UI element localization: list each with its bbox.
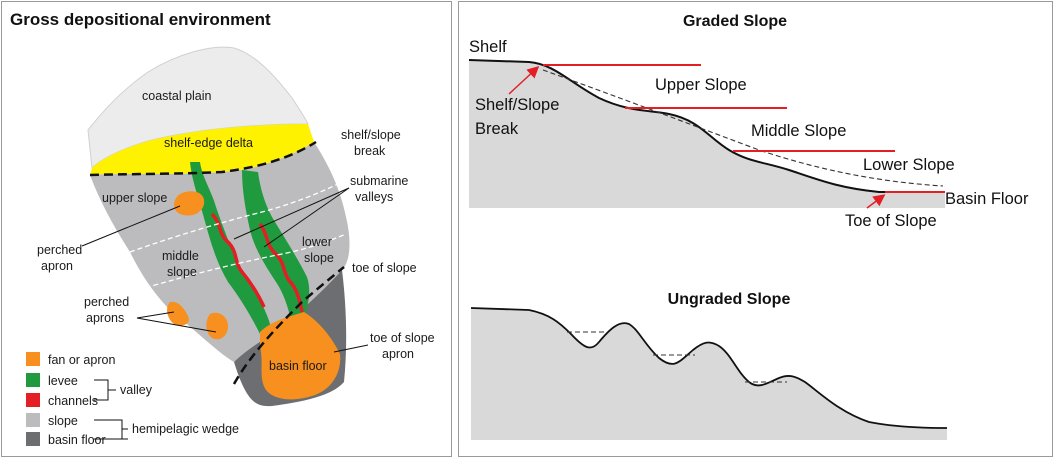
graded-equilibrium-line — [542, 69, 944, 187]
break-arrow — [508, 65, 540, 95]
toe-arrow — [866, 194, 886, 209]
shelf-slope-break-line — [89, 140, 317, 177]
depositional-map: Gross depositional environment coastal p… — [10, 10, 435, 447]
ungraded-slope-fill — [471, 308, 947, 440]
toe-of-slope-label: toe of slope — [352, 261, 417, 275]
perched-apron-mid-1 — [167, 301, 189, 326]
shelf-slope-break-label-2: Break — [475, 120, 519, 138]
legend-label-levee: levee — [48, 374, 78, 388]
ungraded-slope-title: Ungraded Slope — [668, 291, 791, 308]
coastal-plain-label: coastal plain — [142, 89, 212, 103]
legend-swatch-levee — [26, 373, 40, 387]
legend: fan or apron levee channels slope basin … — [26, 352, 239, 447]
panel-title: Gross depositional environment — [10, 10, 271, 29]
graded-slope-title: Graded Slope — [683, 13, 787, 30]
slope-profiles: Graded Slope Shelf Shelf/Slope Break Upp… — [468, 13, 1029, 440]
shelf-edge-delta-zone — [90, 124, 314, 175]
channel-right — [258, 222, 304, 313]
legend-swatch-slope — [26, 413, 40, 427]
leader-toe-apron — [333, 344, 369, 353]
shelf-edge-delta-label: shelf-edge delta — [164, 136, 253, 150]
middle-slope-label: Middle Slope — [751, 122, 846, 140]
legend-swatch-fan — [26, 352, 40, 366]
legend-group-valley: valley — [120, 383, 153, 397]
perched-apron-mid-2 — [206, 312, 228, 340]
perched-apron-upper — [174, 191, 205, 216]
submarine-valleys-label-1: submarine — [350, 174, 408, 188]
legend-label-fan: fan or apron — [48, 353, 115, 367]
leader-perched-aprons-1 — [136, 311, 175, 319]
leader-valley-2 — [263, 187, 350, 248]
shelf-slope-break-label-1: Shelf/Slope — [475, 96, 559, 114]
ungraded-slope-profile — [470, 307, 948, 429]
submarine-valleys-label-2: valleys — [355, 190, 393, 204]
channel-left — [210, 212, 266, 308]
perched-aprons-label-2: aprons — [86, 311, 124, 325]
upper-slope-label: upper slope — [102, 191, 167, 205]
gross-depositional-environment-panel: Gross depositional environment coastal p… — [1, 1, 452, 457]
zone-boundary-middle — [137, 233, 347, 291]
basin-floor-label: basin floor — [269, 359, 327, 373]
middle-slope-label-1: middle — [162, 249, 199, 263]
legend-swatch-channels — [26, 393, 40, 407]
legend-label-basin: basin floor — [48, 433, 106, 447]
lower-slope-label: Lower Slope — [863, 156, 955, 174]
legend-label-channels: channels — [48, 394, 98, 408]
legend-bracket-valley — [94, 379, 116, 401]
lower-slope-label-1: lower — [302, 235, 332, 249]
perched-aprons-label-1: perched — [84, 295, 129, 309]
upper-slope-label: Upper Slope — [655, 76, 747, 94]
toe-of-slope-apron-label-2: apron — [382, 347, 414, 361]
legend-label-slope: slope — [48, 414, 78, 428]
zone-boundary-upper — [129, 183, 339, 253]
basin-floor-label: Basin Floor — [945, 190, 1029, 208]
toe-of-slope-label: Toe of Slope — [845, 212, 937, 230]
lower-slope-label-2: slope — [304, 251, 334, 265]
leader-valley-1 — [233, 187, 350, 240]
toe-of-slope-apron-label-1: toe of slope — [370, 331, 435, 345]
shelf-label: Shelf — [469, 38, 507, 56]
shelf-slope-break-label-1: shelf/slope — [341, 128, 401, 142]
shelf-slope-break-label-2: break — [354, 144, 386, 158]
slope-profiles-panel: Graded Slope Shelf Shelf/Slope Break Upp… — [458, 1, 1053, 457]
perched-apron-label-1: perched — [37, 243, 82, 257]
toe-of-slope-line — [232, 266, 345, 385]
middle-slope-label-2: slope — [167, 265, 197, 279]
legend-bracket-wedge — [94, 419, 128, 440]
legend-group-wedge: hemipelagic wedge — [132, 422, 239, 436]
leader-perched-aprons-2 — [136, 317, 217, 333]
leader-perched-apron — [81, 205, 181, 247]
legend-swatch-basin — [26, 432, 40, 446]
basin-floor-fan — [260, 312, 341, 400]
graded-slope-profile — [468, 59, 945, 193]
perched-apron-label-2: apron — [41, 259, 73, 273]
